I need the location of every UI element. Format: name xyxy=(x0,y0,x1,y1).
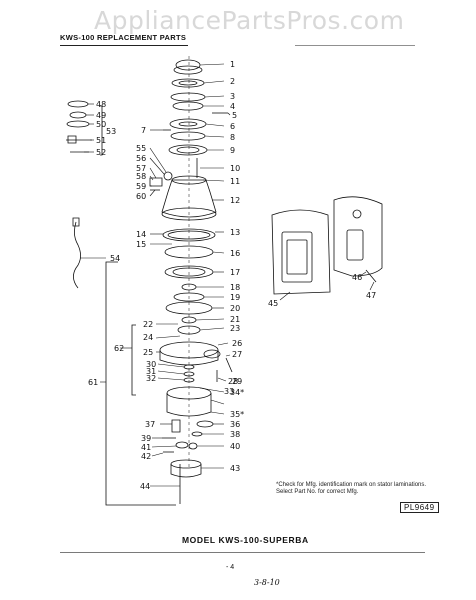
callout-13: 13 xyxy=(230,228,240,237)
callout-31: 31 xyxy=(146,367,156,376)
callout-10: 10 xyxy=(230,164,240,173)
callout-20: 20 xyxy=(230,304,240,313)
bracket-61 xyxy=(105,261,176,506)
part-45-cabinet-front xyxy=(271,209,331,295)
callout-6: 6 xyxy=(230,122,235,131)
callout-3: 3 xyxy=(230,92,235,101)
callout-28: 28 xyxy=(228,377,238,386)
callout-4: 4 xyxy=(230,102,235,111)
callout-60: 60 xyxy=(136,192,146,201)
part-4-ring xyxy=(172,101,204,111)
part-8-ring xyxy=(170,131,206,141)
bracket-62 xyxy=(131,324,136,396)
part-6-flange xyxy=(169,118,207,130)
part-3-ring xyxy=(170,92,206,102)
callout-19: 19 xyxy=(230,293,240,302)
watermark: AppliancePartsPros.com xyxy=(94,6,405,35)
callout-36: 36 xyxy=(230,420,240,429)
footer-rule xyxy=(60,552,425,553)
callout-49: 49 xyxy=(96,111,106,120)
callout-54: 54 xyxy=(110,254,120,263)
callout-38: 38 xyxy=(230,430,240,439)
callout-37: 37 xyxy=(145,420,155,429)
page-number: - 4 xyxy=(226,564,235,571)
callout-22: 22 xyxy=(143,320,153,329)
part-2-ring xyxy=(171,78,205,88)
callout-50: 50 xyxy=(96,120,106,129)
callout-17: 17 xyxy=(230,268,240,277)
callout-52: 52 xyxy=(96,148,106,157)
callout-51: 51 xyxy=(96,136,106,145)
callout-59: 59 xyxy=(136,182,146,191)
callout-26: 26 xyxy=(232,339,242,348)
callout-39: 39 xyxy=(141,434,151,443)
callout-12: 12 xyxy=(230,196,240,205)
part-1-cap xyxy=(175,59,201,71)
callout-9: 9 xyxy=(230,146,235,155)
part-43-end-bell xyxy=(170,459,202,469)
part-46-cabinet-back xyxy=(333,196,383,277)
callout-42: 42 xyxy=(141,452,151,461)
part-13-snap-ring xyxy=(162,228,216,242)
callout-2: 2 xyxy=(230,77,235,86)
callout-56: 56 xyxy=(136,154,146,163)
callout-21: 21 xyxy=(230,315,240,324)
callout-25: 25 xyxy=(143,348,153,357)
callout-43: 43 xyxy=(230,464,240,473)
callout-29: 29 xyxy=(232,377,242,386)
callout-55: 55 xyxy=(136,144,146,153)
callout-58: 58 xyxy=(136,172,146,181)
callout-16: 16 xyxy=(230,249,240,258)
callout-30: 30 xyxy=(146,360,156,369)
header-rule-right xyxy=(295,45,415,46)
callout-48: 48 xyxy=(96,100,106,109)
callout-32: 32 xyxy=(146,374,156,383)
callout-47: 47 xyxy=(366,291,376,300)
part-12-hopper xyxy=(161,179,217,218)
callout-23: 23 xyxy=(230,324,240,333)
model-title: MODEL KWS-100-SUPERBA xyxy=(182,535,309,545)
callout-45: 45 xyxy=(268,299,278,308)
callout-7: 7 xyxy=(141,126,146,135)
callout-15: 15 xyxy=(136,240,146,249)
callout-33: 33 xyxy=(224,387,234,396)
callout-57: 57 xyxy=(136,164,146,173)
callout-44: 44 xyxy=(140,482,150,491)
callout-35-star: 35* xyxy=(230,410,244,419)
part-code-box: PL9649 xyxy=(400,502,439,513)
handwritten-note: 3-8-10 xyxy=(254,578,280,587)
callout-27: 27 xyxy=(232,350,242,359)
callout-8: 8 xyxy=(230,133,235,142)
header-rule xyxy=(60,45,188,46)
callout-62: 62 xyxy=(114,344,124,353)
callout-11: 11 xyxy=(230,177,240,186)
callout-61: 61 xyxy=(88,378,98,387)
callout-46: 46 xyxy=(352,273,362,282)
callout-41: 41 xyxy=(141,443,151,452)
callout-34-star: 34* xyxy=(230,388,244,397)
callout-5: 5 xyxy=(232,111,237,120)
page-header: KWS-100 REPLACEMENT PARTS xyxy=(60,33,187,42)
part-9-ring xyxy=(168,144,208,156)
stator-footnote: *Check for Mfg. identification mark on s… xyxy=(276,482,427,495)
callout-14: 14 xyxy=(136,230,146,239)
part-54-cord xyxy=(73,221,81,289)
callout-53: 53 xyxy=(106,127,116,136)
callout-1: 1 xyxy=(230,60,235,69)
callout-24: 24 xyxy=(143,333,153,342)
callout-18: 18 xyxy=(230,283,240,292)
callout-40: 40 xyxy=(230,442,240,451)
